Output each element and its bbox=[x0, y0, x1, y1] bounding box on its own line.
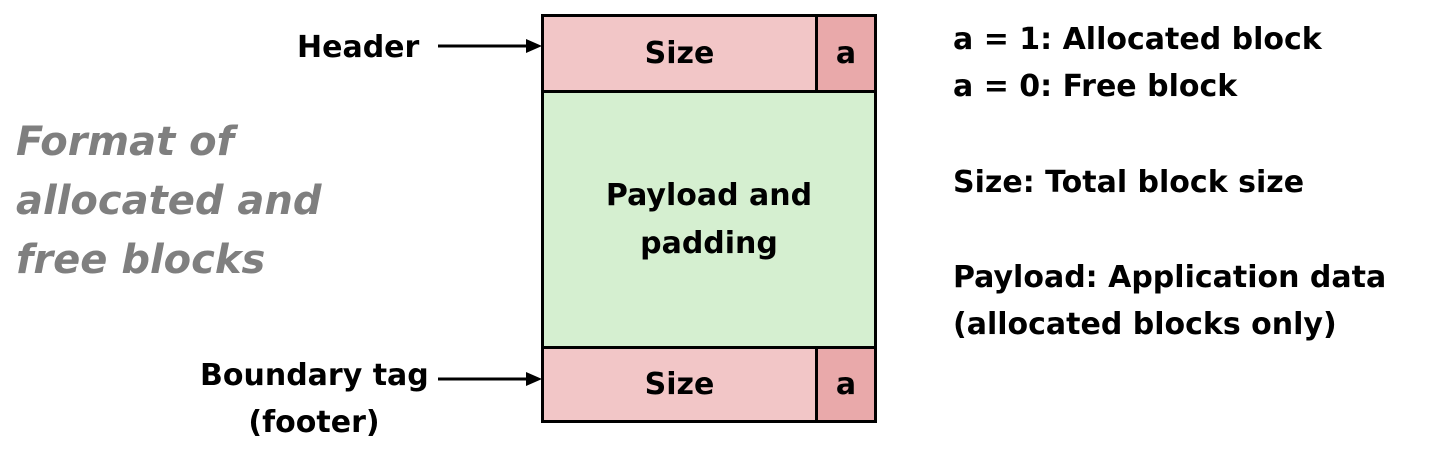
header-arrow bbox=[438, 39, 542, 53]
header-label: Header bbox=[297, 30, 420, 65]
title-line-2: allocated and bbox=[16, 178, 322, 224]
title-line-3: free blocks bbox=[16, 237, 266, 283]
footer-arrow bbox=[438, 372, 542, 386]
legend-size-desc: Size: Total block size bbox=[953, 165, 1305, 200]
legend-payload-desc-line-2: (allocated blocks only) bbox=[953, 307, 1337, 342]
legend-alloc-one: a = 1: Allocated block bbox=[953, 22, 1322, 57]
footer-size-cell: Size bbox=[541, 346, 818, 423]
header-alloc-text: a bbox=[835, 35, 857, 71]
footer-label-line-2: (footer) bbox=[248, 405, 380, 440]
payload-text-line-2: padding bbox=[640, 225, 778, 261]
legend-alloc-zero: a = 0: Free block bbox=[953, 69, 1238, 104]
footer-alloc-text: a bbox=[835, 366, 857, 402]
payload-text-line-1: Payload and bbox=[605, 177, 813, 213]
payload-cell: Payload and padding bbox=[541, 90, 877, 349]
header-alloc-cell: a bbox=[815, 14, 877, 93]
footer-alloc-cell: a bbox=[815, 346, 877, 423]
footer-size-text: Size bbox=[644, 366, 715, 402]
header-size-cell: Size bbox=[541, 14, 818, 93]
footer-label-line-1: Boundary tag bbox=[200, 358, 429, 393]
title-line-1: Format of bbox=[16, 119, 235, 165]
header-size-text: Size bbox=[644, 35, 715, 71]
legend-payload-desc-line-1: Payload: Application data bbox=[953, 260, 1387, 295]
